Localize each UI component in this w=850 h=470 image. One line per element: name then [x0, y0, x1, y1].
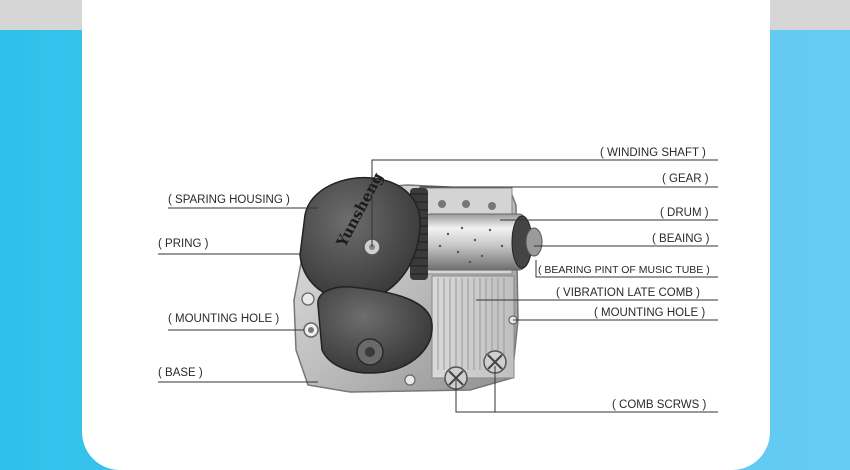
top-strip-right [770, 0, 850, 30]
label-gear: ( GEAR ) [662, 173, 709, 185]
bracket-hole-icon [488, 202, 496, 210]
mounting-hole-icon [301, 292, 315, 306]
label-mounting-hole-right: ( MOUNTING HOLE ) [594, 307, 705, 319]
label-spring-housing: ( SPARING HOUSING ) [168, 194, 290, 206]
mounting-hole-icon [308, 327, 314, 333]
drum [424, 213, 526, 271]
leader-bearing-point [535, 260, 718, 278]
label-base: ( BASE ) [158, 367, 203, 379]
leader-lines [158, 159, 718, 413]
mounting-hole-icon [404, 374, 416, 386]
bracket-hole-icon [462, 200, 470, 208]
label-drum: ( DRUM ) [660, 207, 709, 219]
drum-pins [438, 226, 504, 264]
label-vibration-comb: ( VIBRATION LATE COMB ) [556, 287, 700, 299]
label-bearing-point: ( BEARING PINT OF MUSIC TUBE ) [538, 264, 710, 276]
label-spring: ( PRING ) [158, 238, 209, 250]
bearing [525, 227, 543, 257]
label-comb-screws: ( COMB SCRWS ) [612, 399, 707, 411]
leader-comb-screws [455, 366, 718, 413]
top-strip-left [0, 0, 82, 30]
casting-lug-icon [365, 347, 375, 357]
label-bearing: ( BEAING ) [652, 233, 710, 245]
bracket-hole-icon [438, 200, 446, 208]
label-winding-shaft: ( WINDING SHAFT ) [600, 147, 706, 159]
leader-winding-shaft [371, 159, 718, 247]
label-mounting-hole-left: ( MOUNTING HOLE ) [168, 313, 279, 325]
leader-gear [419, 186, 718, 190]
comb-screw-icon [444, 366, 468, 390]
spring-casting-lower [317, 286, 433, 374]
